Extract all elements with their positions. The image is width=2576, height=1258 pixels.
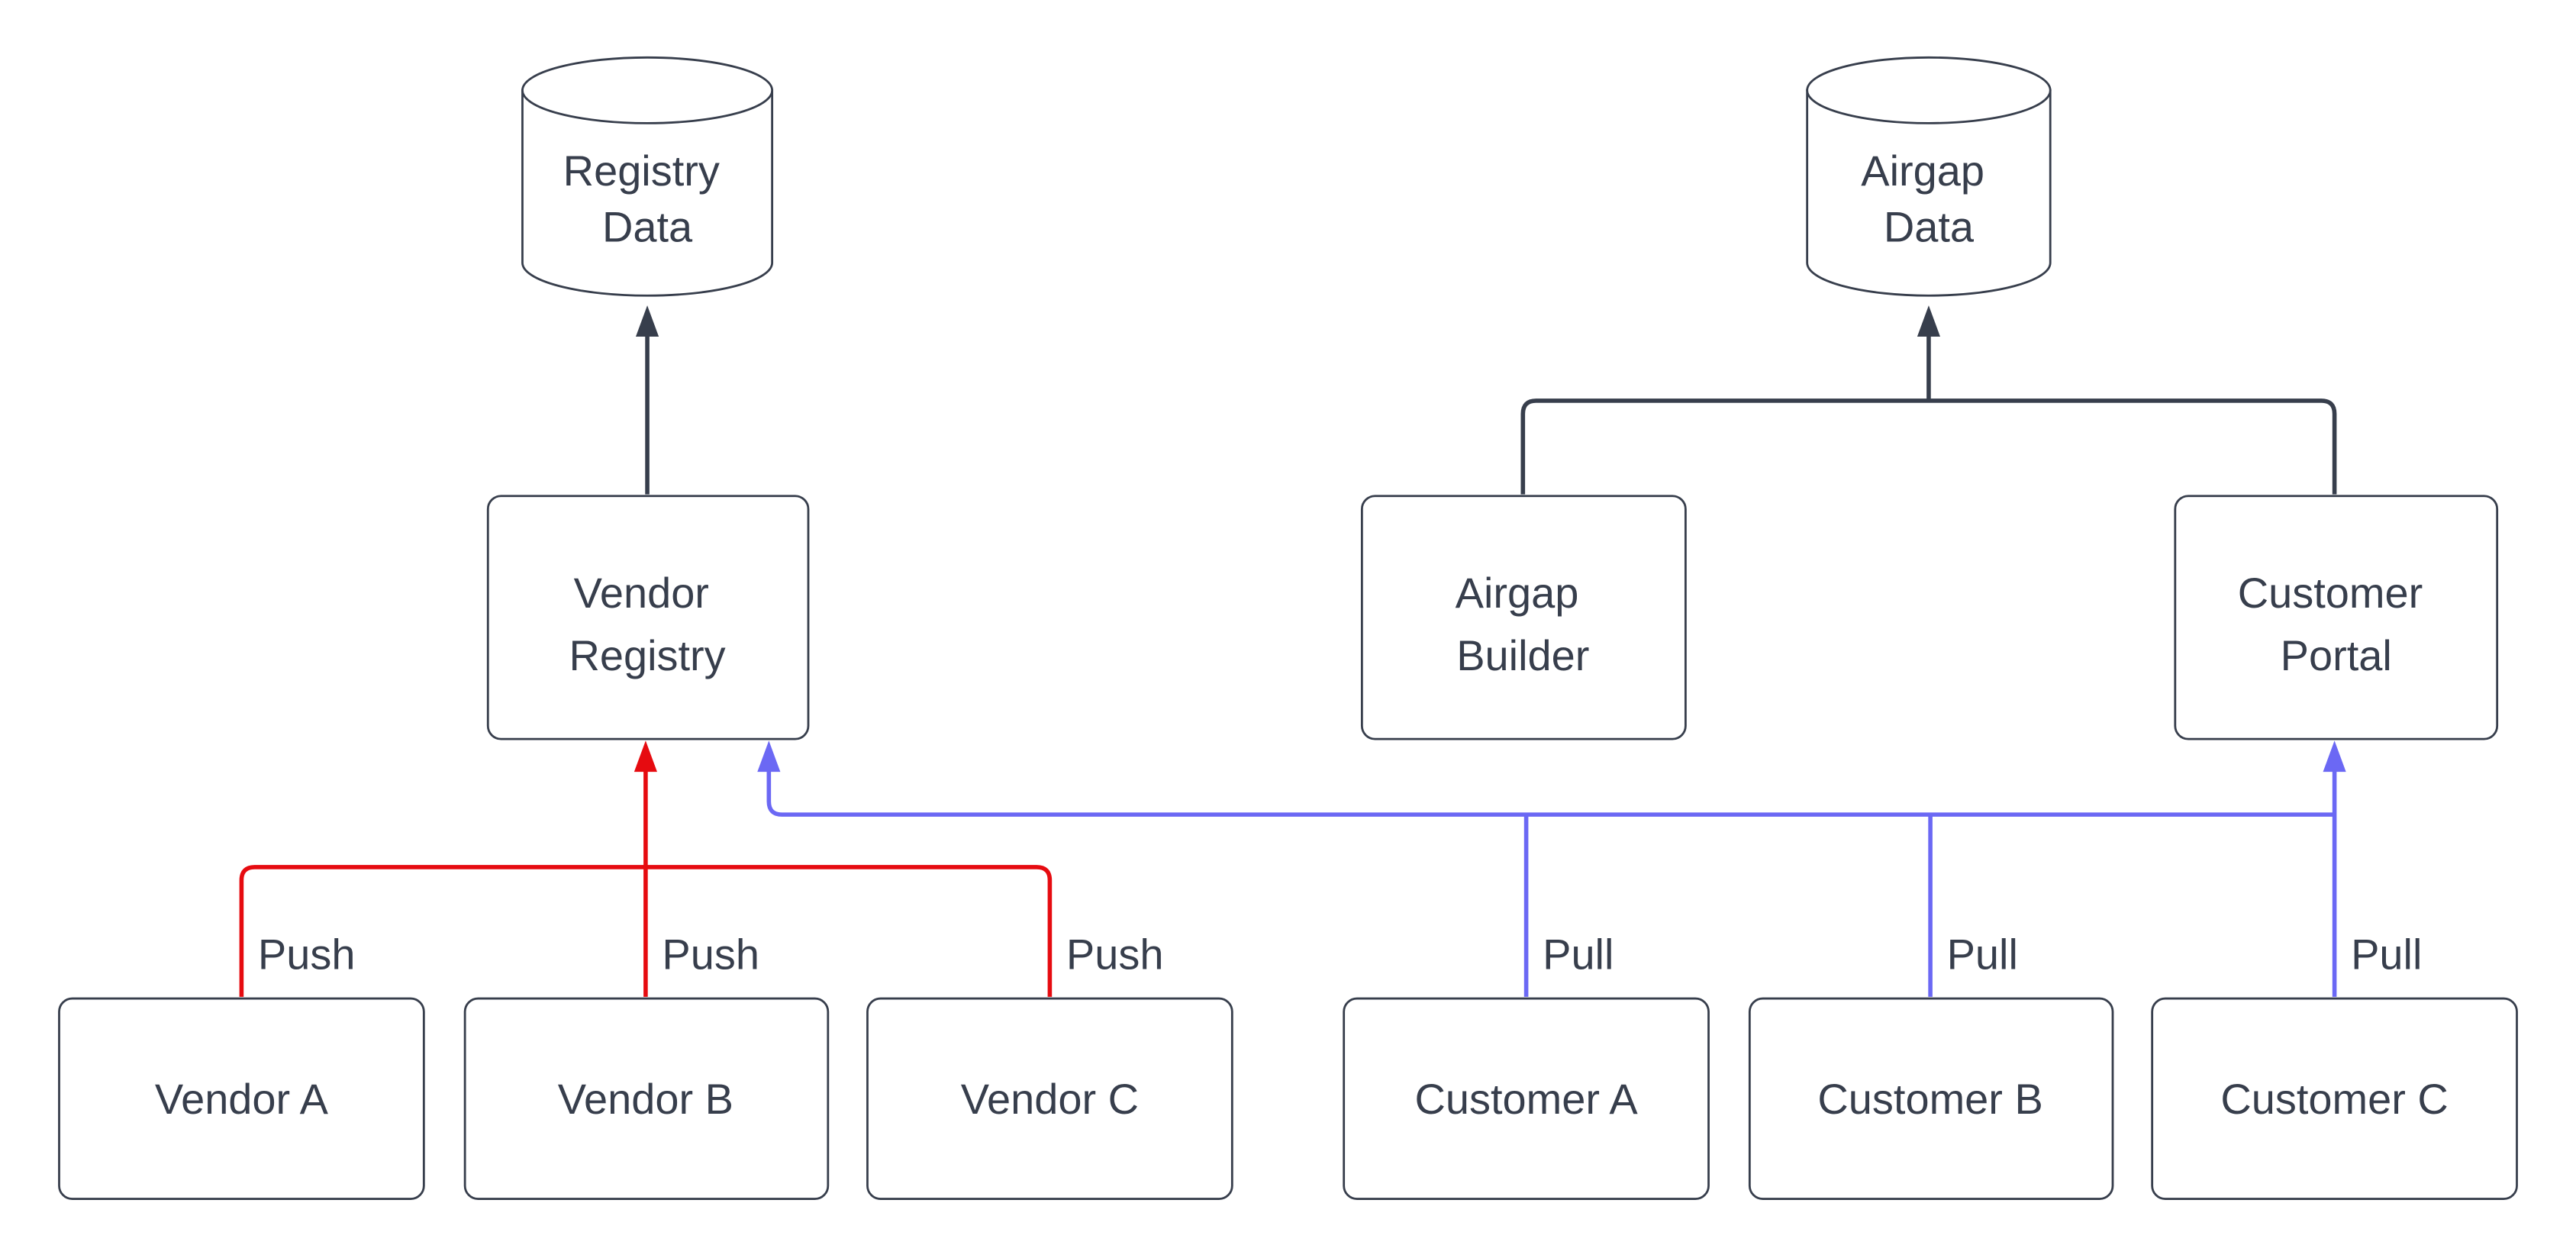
node-label-line1: Vendor: [574, 569, 709, 617]
node-customer-a: Customer A: [1343, 997, 1710, 1200]
node-box: [866, 997, 1233, 1200]
edge-label-push-vendor-b: Push: [662, 930, 759, 978]
arrowhead-up-icon: [1917, 305, 1941, 337]
node-airgap-data: Airgap Data: [1806, 56, 2052, 297]
node-label-line2: Data: [1884, 202, 1975, 250]
edge-label-push-vendor-a: Push: [258, 930, 356, 978]
node-vendor-c: Vendor C: [866, 997, 1233, 1200]
node-label: Vendor B: [558, 1075, 733, 1123]
arrowhead-up-icon: [635, 305, 659, 337]
node-label-line2: Registry: [569, 631, 725, 679]
edge-line-horizontal: [766, 768, 2335, 817]
node-label: Vendor C: [961, 1075, 1139, 1123]
node-label: Customer C: [2220, 1075, 2448, 1123]
node-box: [486, 495, 810, 740]
node-label: Customer Portal: [2238, 554, 2435, 679]
node-label: Vendor A: [155, 1075, 329, 1123]
node-box: [1360, 495, 1687, 740]
node-label-line1: Registry: [563, 147, 720, 195]
edge-builder-portal-tree: [1520, 305, 2337, 495]
node-label-line1: Customer: [2238, 569, 2423, 617]
database-cylinder-top-icon: [521, 56, 774, 124]
edge-label-pull-customer-a: Pull: [1543, 930, 1614, 978]
edge-push-bus: [239, 740, 1053, 997]
node-box: [1748, 997, 2114, 1200]
edge-vendor-registry-to-registry-data: [635, 305, 659, 495]
arrowhead-up-icon: [757, 740, 781, 773]
node-vendor-b: Vendor B: [463, 997, 830, 1200]
edge-label-push-vendor-c: Push: [1066, 930, 1164, 978]
node-label: Registry Data: [563, 132, 732, 251]
node-label-line2: Builder: [1456, 631, 1589, 679]
database-cylinder-icon: [1806, 89, 2052, 297]
node-label: Airgap Builder: [1456, 554, 1591, 679]
arrowhead-up-icon: [2323, 740, 2346, 773]
node-box: [2174, 495, 2499, 740]
node-label-line1: Airgap: [1456, 569, 1579, 617]
node-label: Airgap Data: [1861, 132, 1996, 251]
node-label: Customer B: [1817, 1075, 2042, 1123]
node-box: [463, 997, 830, 1200]
arrowhead-up-icon: [634, 740, 657, 773]
node-vendor-a: Vendor A: [58, 997, 425, 1200]
node-label-line1: Airgap: [1861, 147, 1984, 195]
node-customer-b: Customer B: [1748, 997, 2114, 1200]
node-vendor-registry: Vendor Registry: [486, 495, 810, 740]
edge-pull-bus: [757, 740, 2346, 997]
node-registry-data: Registry Data: [521, 56, 774, 297]
node-label-line2: Data: [602, 202, 693, 250]
edge-line: [1520, 398, 2337, 495]
database-cylinder-icon: [521, 89, 774, 297]
node-label-line2: Portal: [2281, 631, 2392, 679]
edge-label-pull-customer-c: Pull: [2351, 930, 2422, 978]
node-customer-c: Customer C: [2151, 997, 2518, 1200]
node-box: [2151, 997, 2518, 1200]
edge-label-pull-customer-b: Pull: [1947, 930, 2018, 978]
node-label: Vendor Registry: [569, 554, 725, 679]
node-customer-portal: Customer Portal: [2174, 495, 2499, 740]
database-cylinder-top-icon: [1806, 56, 2052, 124]
node-box: [58, 997, 425, 1200]
node-box: [1343, 997, 1710, 1200]
node-label: Customer A: [1414, 1075, 1638, 1123]
node-airgap-builder: Airgap Builder: [1360, 495, 1687, 740]
